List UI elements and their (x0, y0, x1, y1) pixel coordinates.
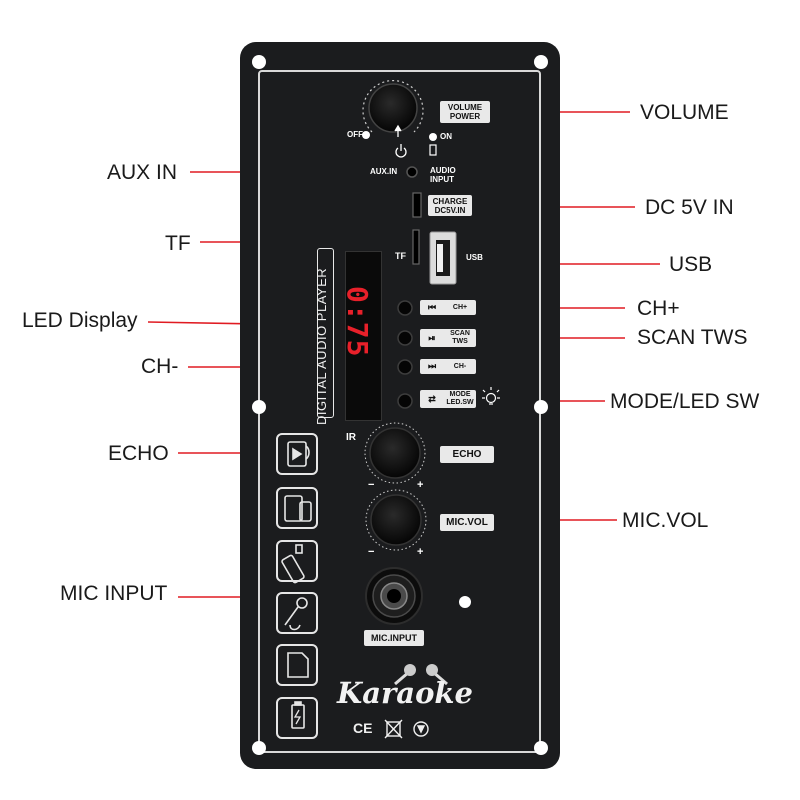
icon-box-usb (276, 540, 318, 582)
video-icon (287, 441, 310, 467)
volume-knob[interactable] (362, 79, 424, 133)
digital-audio-player-tile (317, 248, 334, 418)
weee-bin-icon (384, 719, 403, 739)
callout-echo: ECHO (108, 442, 169, 465)
ce-mark: CE (353, 720, 373, 736)
ch-plus-button[interactable] (397, 300, 413, 316)
icon-box-battery (276, 697, 318, 739)
icon-box-video (276, 433, 318, 475)
callout-scan-tws: SCAN TWS (637, 326, 748, 349)
ch-plus-plate: ⏮CH+ (420, 300, 476, 315)
mic-input-plate: MIC.INPUT (364, 630, 424, 646)
ch-minus-plate: ⏭CH- (420, 359, 476, 374)
tf-small-label: TF (395, 251, 406, 261)
echo-minus: − (368, 479, 375, 491)
micvol-plus: + (417, 546, 424, 558)
charge-plate: CHARGE DC5V.IN (428, 195, 472, 216)
karaoke-logo: Karaoke (337, 676, 473, 710)
volume-power-plate: VOLUME POWER (440, 101, 490, 123)
callout-usb: USB (669, 253, 713, 276)
mic-vol-knob[interactable] (365, 489, 427, 551)
battery-small-icon (429, 144, 437, 156)
callout-ch-minus: CH- (141, 355, 179, 378)
echo-plate: ECHO (440, 446, 494, 463)
prev-icon: ⏮ (427, 302, 437, 312)
led-display (345, 251, 382, 421)
callout-mic-vol: MIC.VOL (622, 509, 709, 532)
echo-plus: + (417, 479, 424, 491)
next-icon: ⏭ (427, 361, 437, 371)
tf-slot[interactable] (412, 229, 420, 265)
ir-label: IR (346, 432, 356, 443)
callout-led-display: LED Display (22, 309, 138, 332)
power-icon (395, 147, 407, 158)
play-pause-icon: ⏯ (428, 332, 436, 343)
callout-dc-in: DC 5V IN (645, 196, 734, 219)
bulb-icon (482, 387, 500, 405)
off-label: OFF (347, 130, 363, 139)
mic-vol-plate: MIC.VOL (440, 514, 494, 531)
microphone-icon (284, 597, 308, 631)
aux-jack[interactable] (406, 166, 418, 178)
cert-marks: CE (353, 720, 372, 736)
callout-volume: VOLUME (640, 101, 729, 124)
icon-box-sd (276, 644, 318, 686)
mounting-holes (252, 55, 548, 755)
recycle-icon (413, 721, 429, 737)
icon-box-mic (276, 592, 318, 634)
ch-minus-button[interactable] (397, 359, 413, 375)
micvol-minus: − (368, 546, 375, 558)
mode-icon: ⇄ (428, 393, 436, 404)
usb-small-label: USB (466, 253, 483, 262)
battery-icon (291, 701, 305, 729)
callout-mic-input: MIC INPUT (60, 582, 168, 605)
karaoke-mics-icon (394, 664, 448, 686)
on-label: ON (440, 132, 452, 141)
phone-tablet-icon (284, 495, 312, 522)
sd-card-icon (287, 652, 309, 678)
scan-tws-button[interactable] (397, 330, 413, 346)
usb-port[interactable] (429, 231, 457, 285)
echo-knob[interactable] (364, 422, 426, 484)
aux-in-small-label: AUX.IN (370, 167, 398, 176)
icon-box-device (276, 487, 318, 529)
callout-tf: TF (165, 232, 191, 255)
mic-input-jack[interactable] (365, 567, 423, 625)
callout-ch-plus: CH+ (637, 297, 680, 320)
callout-mode-led: MODE/LED SW (610, 390, 760, 413)
audio-input-label: AUDIO INPUT (430, 166, 456, 184)
mode-led-button[interactable] (397, 393, 413, 409)
dc-port[interactable] (412, 192, 422, 218)
callout-aux-in: AUX IN (107, 161, 178, 184)
